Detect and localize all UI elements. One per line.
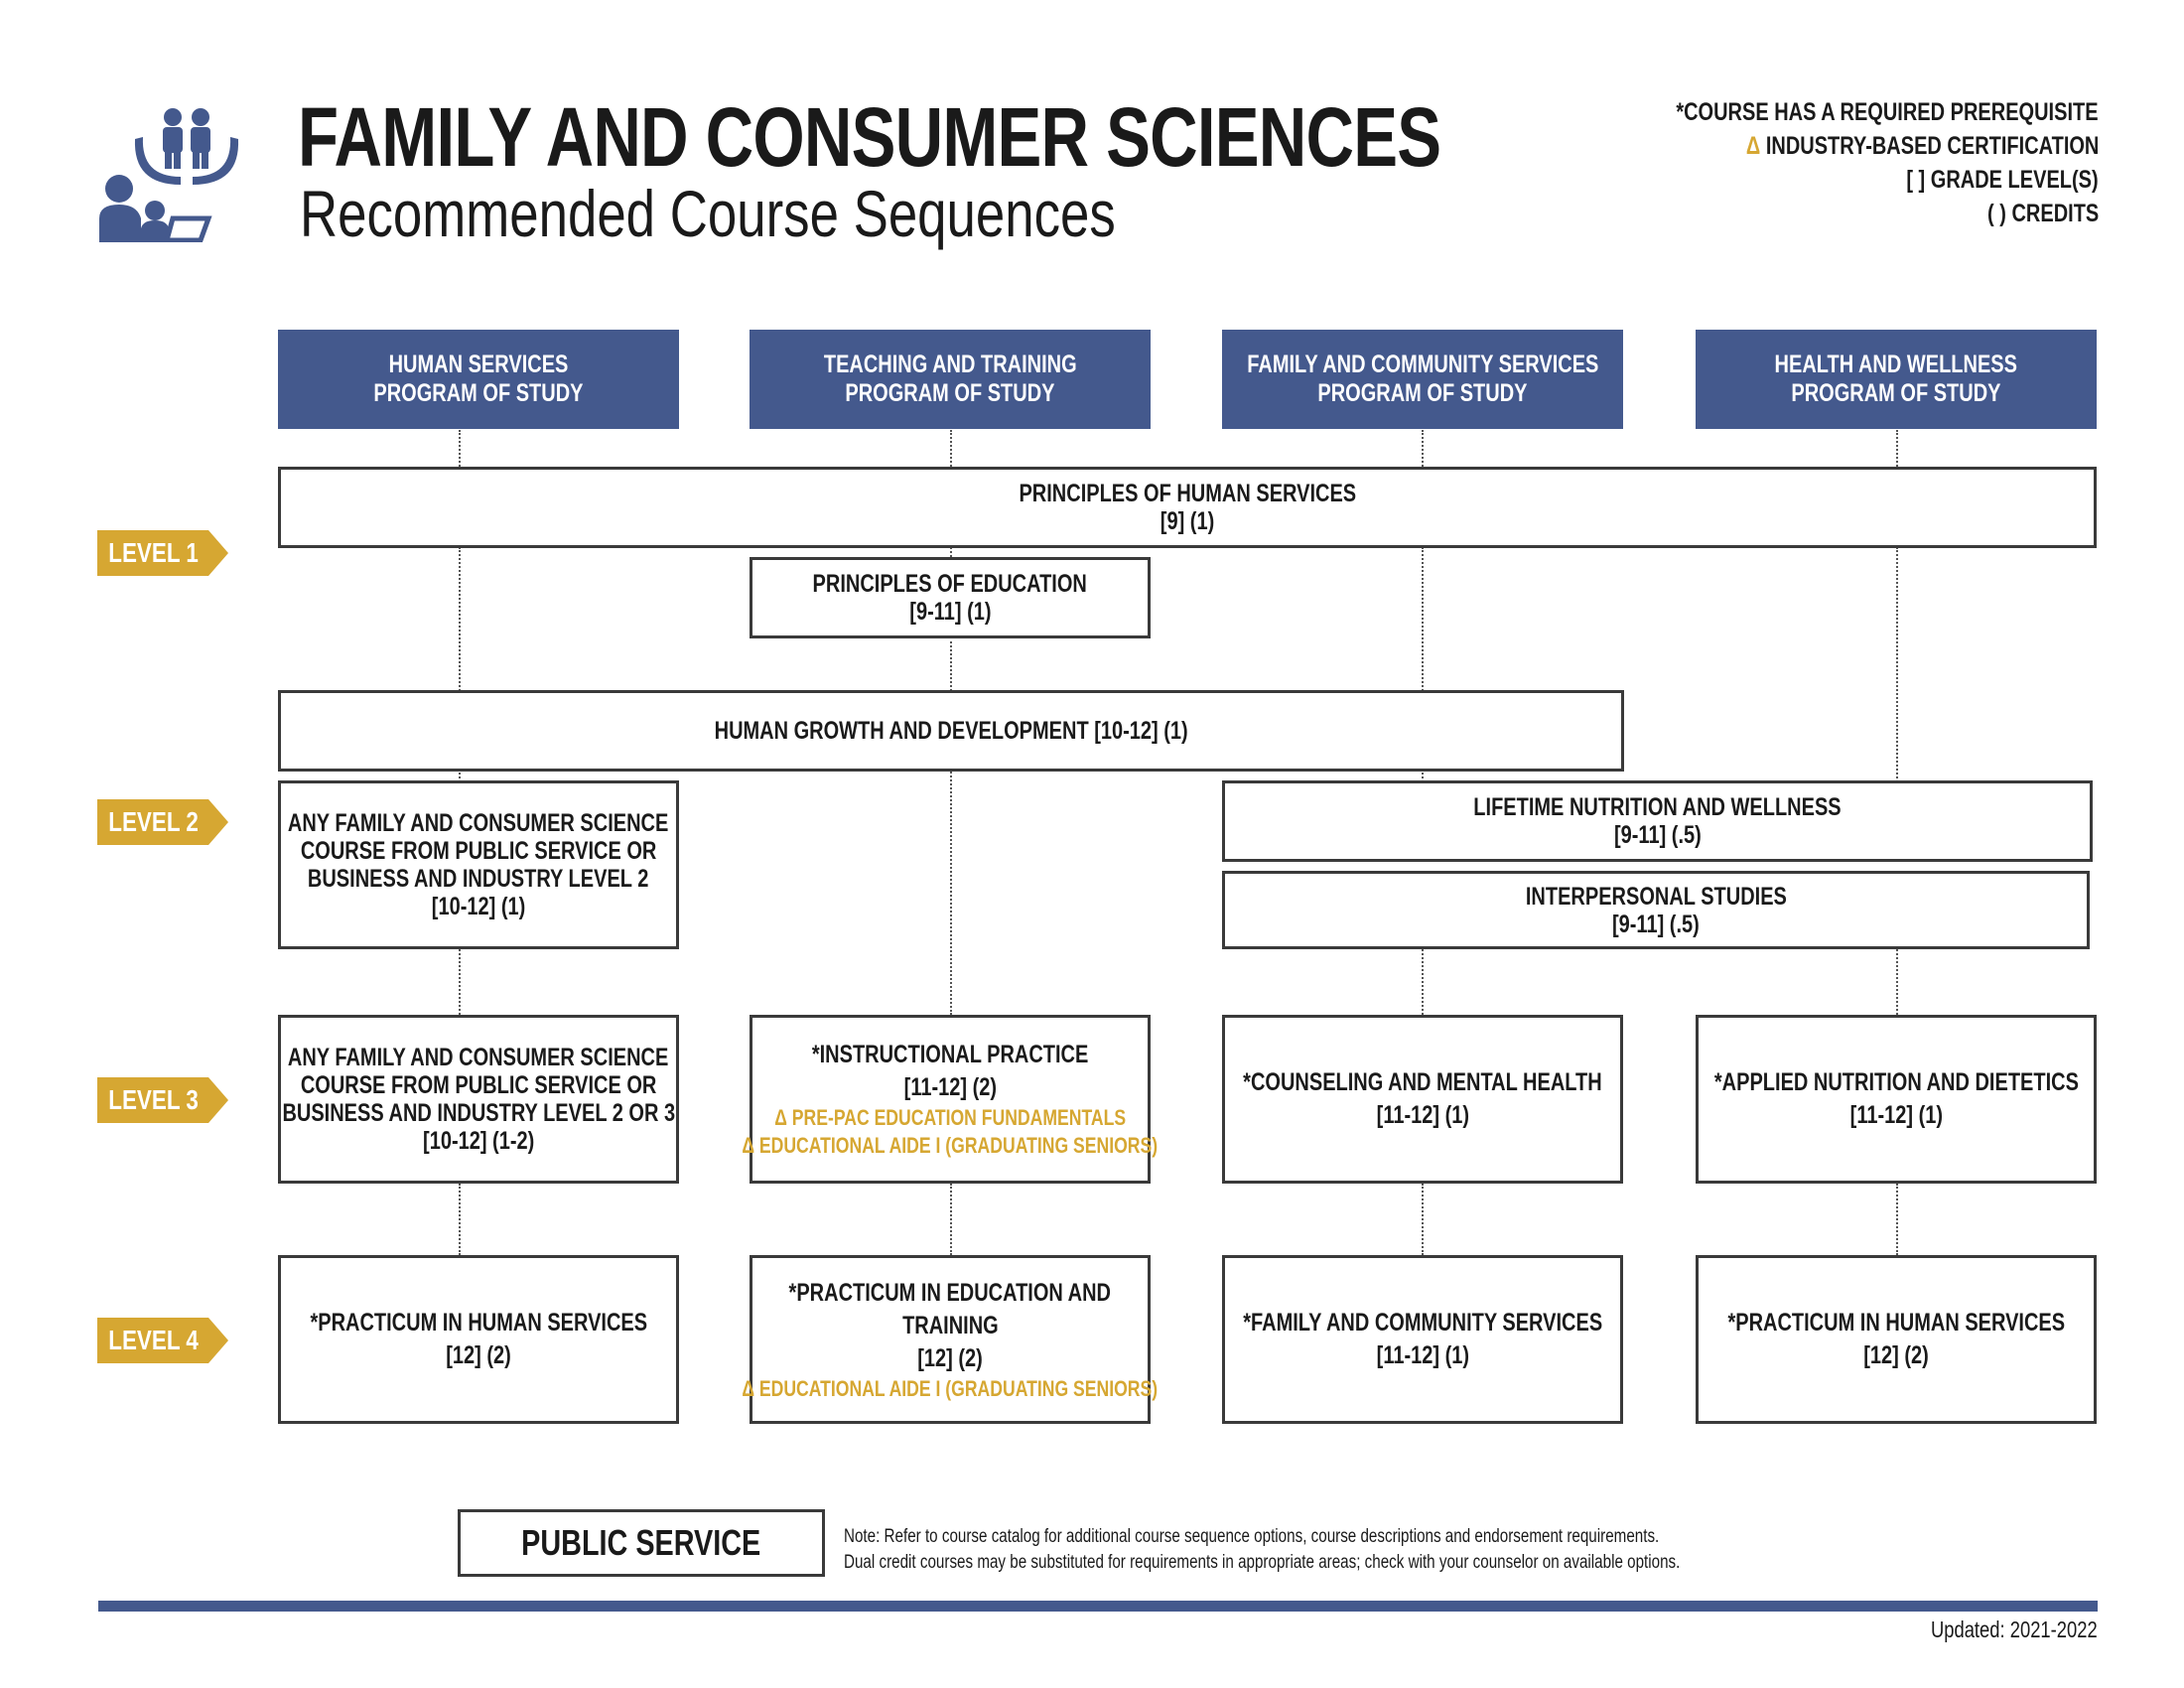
legend-prerequisite: *COURSE HAS A REQUIRED PREREQUISITE — [1676, 98, 2099, 126]
connector-line — [1896, 547, 1898, 782]
course-practicum-human-services: *PRACTICUM IN HUMAN SERVICES [12] (2) — [278, 1255, 679, 1424]
legend-grade-levels: [ ] GRADE LEVEL(S) — [1906, 166, 2099, 194]
connector-line — [950, 1184, 952, 1255]
level-badge-4: LEVEL 4 — [97, 1318, 228, 1363]
course-practicum-education-training: *PRACTICUM IN EDUCATION AND TRAINING [12… — [743, 1255, 1158, 1424]
certification-delta-icon: Δ — [1745, 132, 1760, 160]
connector-line — [459, 769, 461, 782]
course-human-growth-development: HUMAN GROWTH AND DEVELOPMENT [10-12] (1) — [278, 690, 1624, 772]
course-instructional-practice: *INSTRUCTIONAL PRACTICE [11-12] (2) Δ PR… — [743, 1015, 1158, 1184]
course-family-community-services: *FAMILY AND COMMUNITY SERVICES [11-12] (… — [1222, 1255, 1623, 1424]
connector-line — [459, 430, 461, 470]
course-any-fcs-level-3: ANY FAMILY AND CONSUMER SCIENCE COURSE F… — [278, 1015, 679, 1184]
footnote-line: Dual credit courses may be substituted f… — [844, 1552, 1681, 1573]
course-lifetime-nutrition-wellness: LIFETIME NUTRITION AND WELLNESS [9-11] (… — [1222, 780, 2093, 862]
level-badge-3: LEVEL 3 — [97, 1077, 228, 1123]
course-practicum-human-services-hw: *PRACTICUM IN HUMAN SERVICES [12] (2) — [1696, 1255, 2097, 1424]
course-principles-education: PRINCIPLES OF EDUCATION [9-11] (1) — [750, 557, 1151, 638]
connector-line — [459, 1184, 461, 1255]
legend-certification: INDUSTRY-BASED CERTIFICATION — [1765, 132, 2099, 160]
updated-date: Updated: 2021-2022 — [1931, 1617, 2098, 1642]
family-services-icon — [97, 107, 256, 243]
footnote: Note: Refer to course catalog for additi… — [844, 1524, 2085, 1576]
connector-line — [1422, 1184, 1424, 1255]
connector-line — [1422, 430, 1424, 470]
connector-line — [1422, 547, 1424, 691]
connector-line — [459, 949, 461, 1015]
legend: *COURSE HAS A REQUIRED PREREQUISITE Δ IN… — [1543, 95, 2099, 230]
connector-line — [950, 547, 952, 557]
connector-line — [459, 547, 461, 691]
course-any-fcs-level-2: ANY FAMILY AND CONSUMER SCIENCE COURSE F… — [278, 780, 679, 949]
legend-credits: ( ) CREDITS — [1986, 200, 2099, 227]
certification-educational-aide: Δ EDUCATIONAL AIDE I (GRADUATING SENIORS… — [742, 1375, 1159, 1401]
level-badge-2: LEVEL 2 — [97, 799, 228, 845]
connector-line — [950, 430, 952, 470]
course-counseling-mental-health: *COUNSELING AND MENTAL HEALTH [11-12] (1… — [1222, 1015, 1623, 1184]
connector-line — [1896, 430, 1898, 470]
connector-line — [1896, 1184, 1898, 1255]
connector-line — [950, 636, 952, 691]
connector-line — [950, 769, 952, 1015]
page-title: FAMILY AND CONSUMER SCIENCES — [298, 90, 1441, 184]
certification-educational-aide: Δ EDUCATIONAL AIDE I (GRADUATING SENIORS… — [742, 1133, 1159, 1158]
course-principles-human-services: PRINCIPLES OF HUMAN SERVICES [9] (1) — [278, 467, 2097, 548]
course-applied-nutrition-dietetics: *APPLIED NUTRITION AND DIETETICS [11-12]… — [1696, 1015, 2097, 1184]
career-cluster-label: PUBLIC SERVICE — [458, 1509, 825, 1577]
footnote-line: Note: Refer to course catalog for additi… — [844, 1526, 1660, 1547]
connector-line — [1422, 949, 1424, 1015]
connector-line — [1896, 949, 1898, 1015]
footer-divider — [98, 1601, 2098, 1612]
certification-pre-pac: Δ PRE-PAC EDUCATION FUNDAMENTALS — [774, 1105, 1126, 1130]
connector-line — [1422, 769, 1424, 782]
course-interpersonal-studies: INTERPERSONAL STUDIES [9-11] (.5) — [1222, 871, 2090, 949]
page-subtitle: Recommended Course Sequences — [300, 177, 1116, 250]
level-badge-1: LEVEL 1 — [97, 530, 228, 576]
